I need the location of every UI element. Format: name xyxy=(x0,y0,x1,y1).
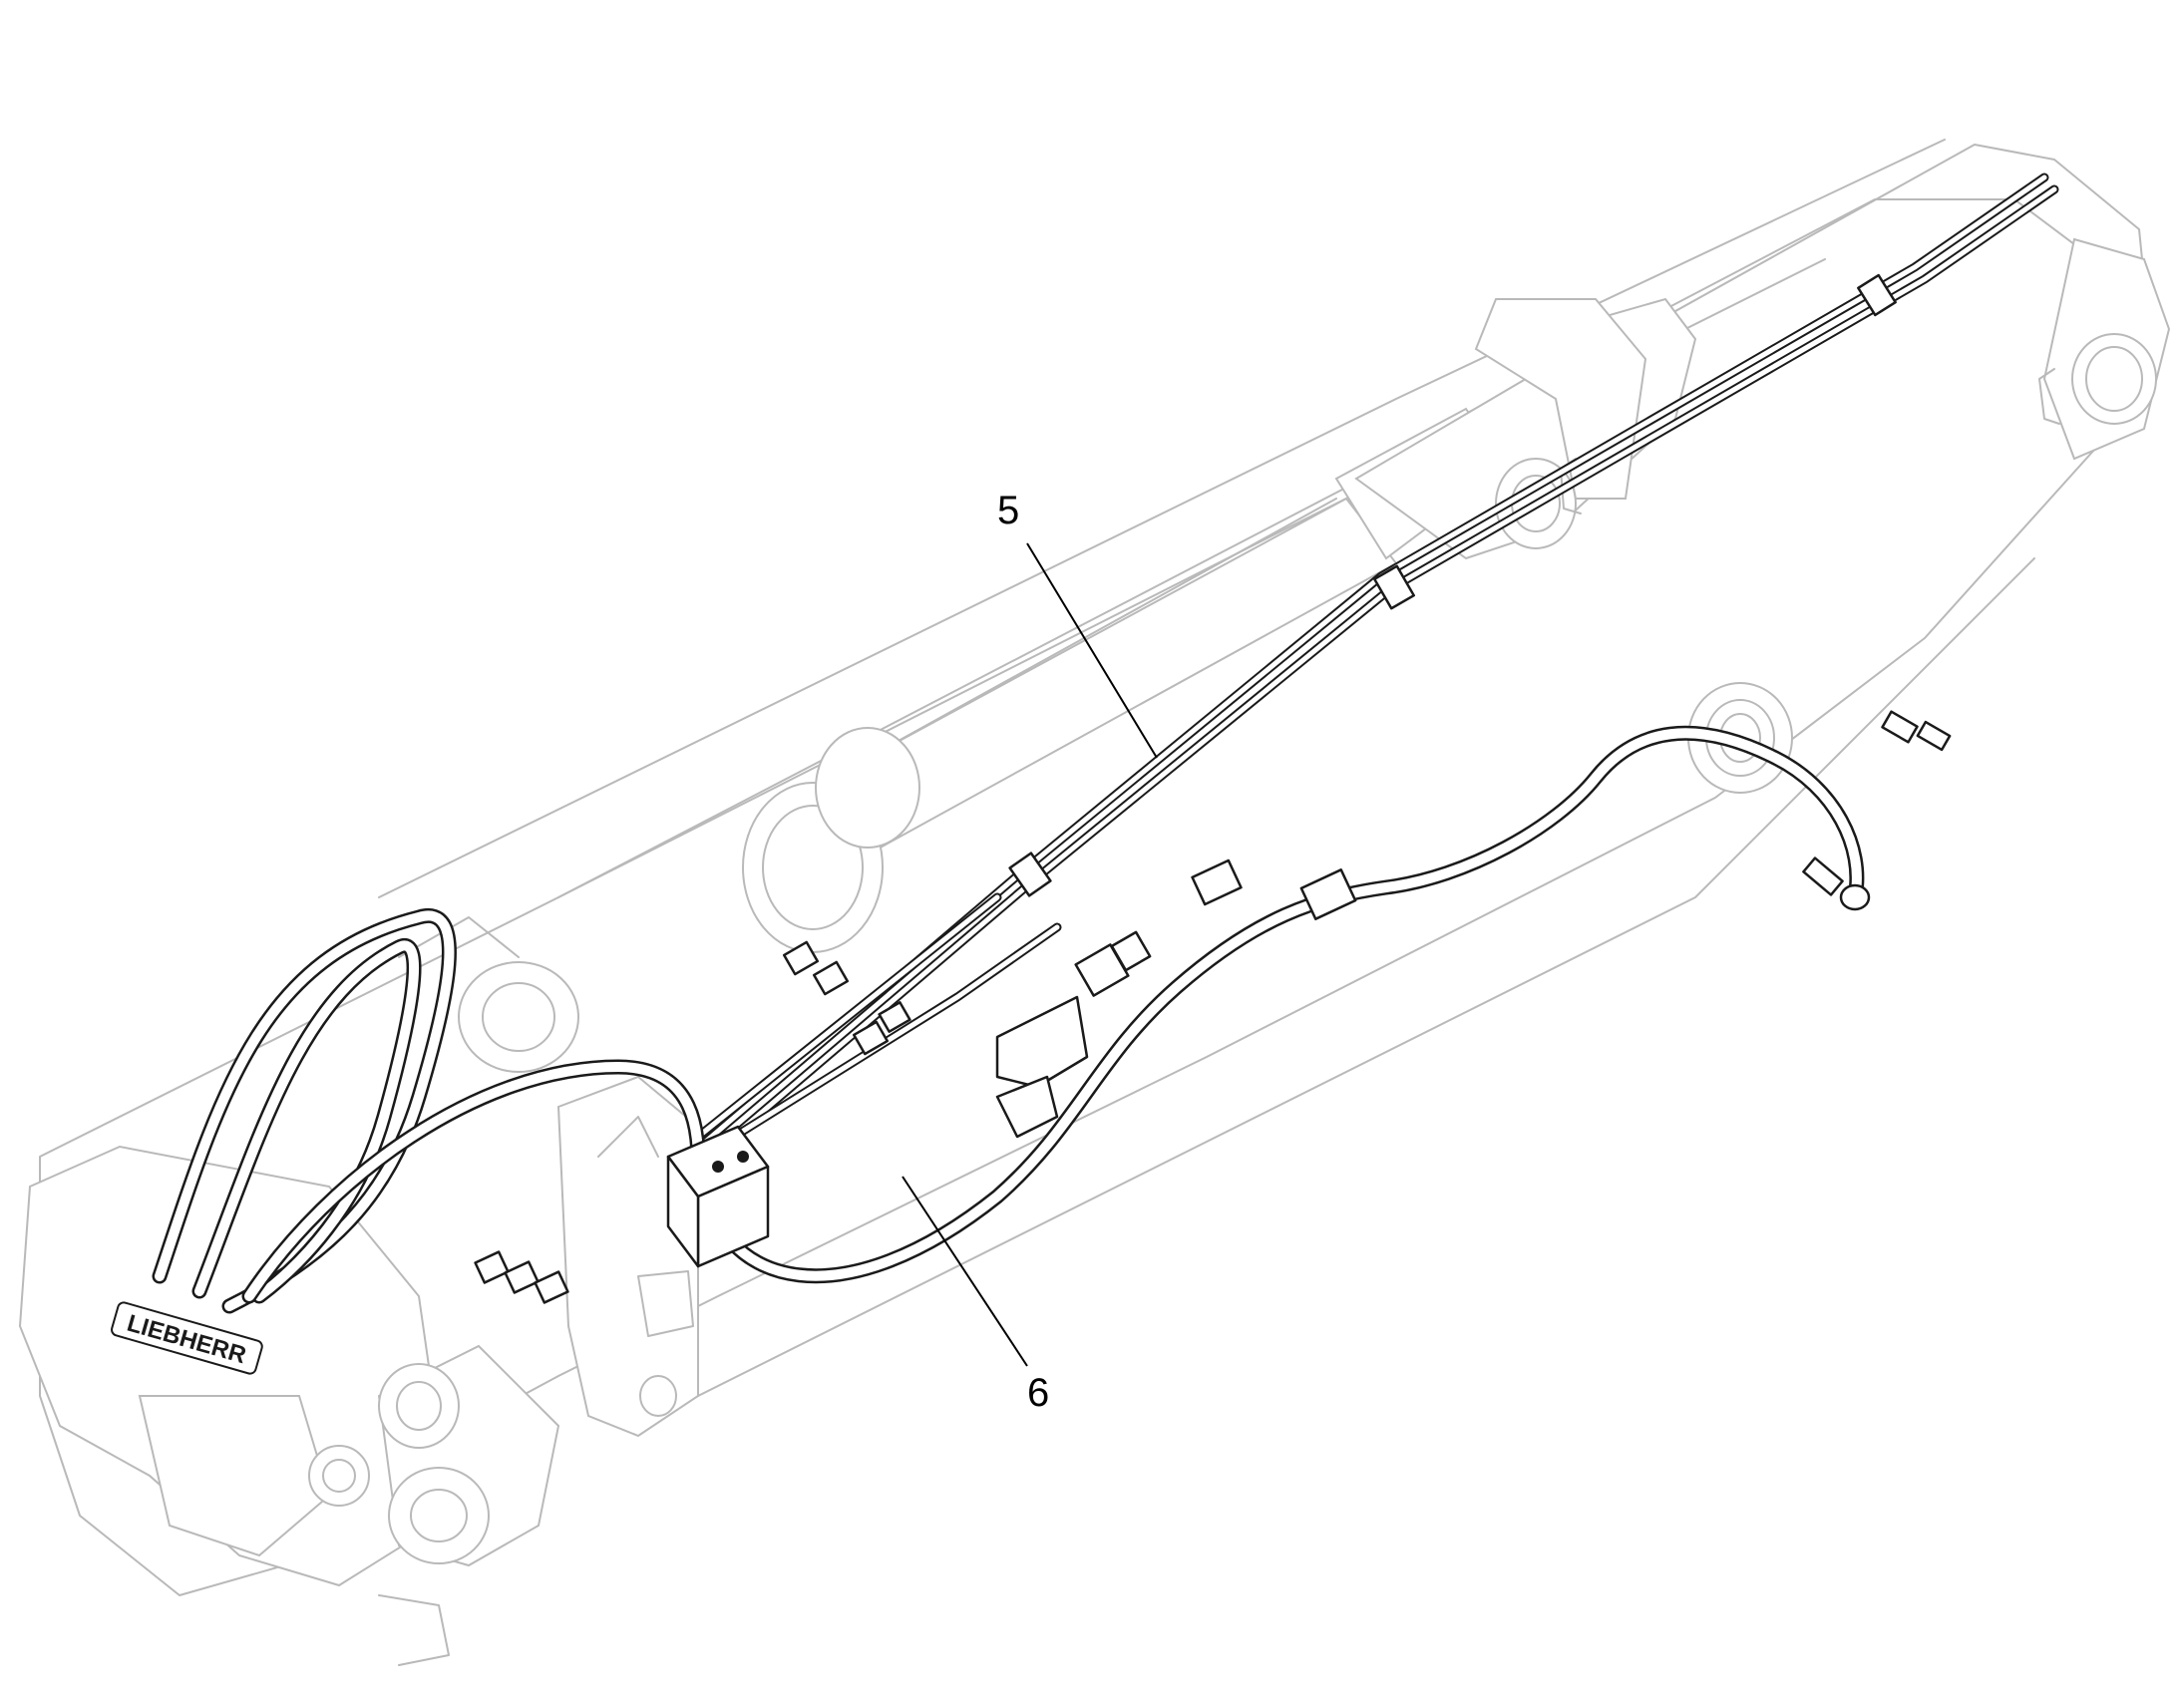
callout-6-leader xyxy=(902,1176,1028,1367)
callout-6-label: 6 xyxy=(1027,1371,1049,1415)
small-fittings-cluster xyxy=(474,710,1952,1304)
callout-5-group: 5 xyxy=(997,489,1158,759)
callout-6-group: 6 xyxy=(902,1176,1049,1415)
bucket-cylinder-ghost xyxy=(742,297,1697,953)
callout-5-leader xyxy=(1026,542,1158,759)
support-bracket xyxy=(995,995,1089,1139)
hose-end-fitting-right xyxy=(1802,856,1871,911)
quick-coupler-ghost xyxy=(18,916,699,1666)
top-end-ghost xyxy=(1474,237,2171,514)
hose-fitting-upper xyxy=(1074,858,1357,997)
callout-5-label: 5 xyxy=(997,489,1019,532)
coupler-hose-loops xyxy=(152,908,706,1314)
distribution-block xyxy=(666,1125,770,1268)
hose-clamp-upper xyxy=(1008,273,1897,897)
